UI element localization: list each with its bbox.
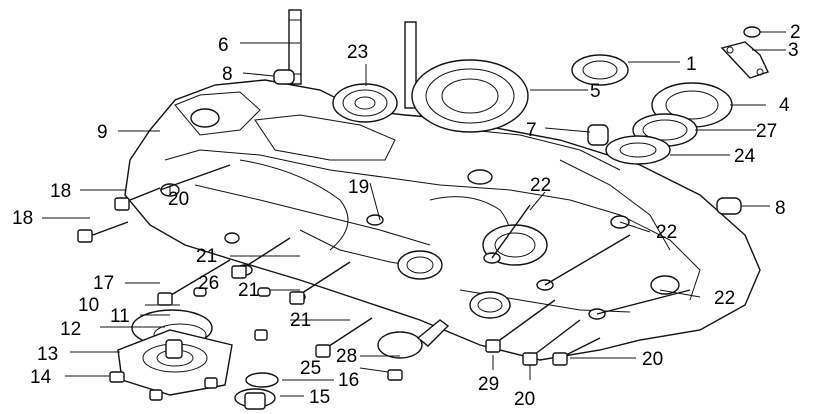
part-2-screw bbox=[743, 26, 761, 38]
callout-13: 13 bbox=[37, 344, 58, 365]
callout-12: 12 bbox=[60, 319, 81, 340]
callout-21-lower: 21 bbox=[290, 310, 311, 331]
callout-20-bottom: 20 bbox=[514, 389, 535, 410]
part-15-16-plug bbox=[234, 372, 279, 410]
callout-16: 16 bbox=[338, 370, 359, 391]
callout-10: 10 bbox=[78, 295, 99, 316]
callout-18-upper: 18 bbox=[50, 181, 71, 202]
callout-25: 25 bbox=[300, 358, 321, 379]
callout-20-left: 20 bbox=[168, 189, 189, 210]
callout-15: 15 bbox=[309, 387, 330, 408]
callout-6: 6 bbox=[218, 35, 229, 56]
callout-22-top: 22 bbox=[530, 175, 551, 196]
part-21-bolts bbox=[231, 237, 373, 358]
part-18-bolts bbox=[77, 187, 161, 243]
callout-22-bottom: 22 bbox=[714, 288, 735, 309]
part-25-28-lever bbox=[377, 319, 450, 381]
callout-18-lower: 18 bbox=[12, 208, 33, 229]
callout-24: 24 bbox=[734, 146, 756, 167]
part-6-shaft bbox=[288, 9, 302, 85]
long-shaft bbox=[404, 21, 417, 109]
callout-28: 28 bbox=[336, 346, 357, 367]
part-8-bushing-upper bbox=[273, 69, 295, 85]
crankcase-body bbox=[124, 79, 761, 361]
part-5-bearing bbox=[411, 59, 529, 133]
part-17-bolt bbox=[157, 259, 231, 306]
callout-14: 14 bbox=[30, 367, 52, 388]
callout-3: 3 bbox=[788, 40, 799, 61]
callout-9: 9 bbox=[97, 122, 108, 143]
callout-7: 7 bbox=[526, 120, 537, 141]
callout-4: 4 bbox=[779, 95, 790, 116]
part-7-pin bbox=[587, 124, 609, 146]
part-3-plate bbox=[720, 41, 769, 79]
callout-labels: 1 2 3 4 5 6 7 8 8 9 10 11 12 13 14 15 16… bbox=[12, 22, 801, 410]
leader-lines bbox=[42, 31, 786, 397]
callout-23: 23 bbox=[347, 42, 368, 63]
callout-8-right: 8 bbox=[775, 198, 786, 219]
callout-2: 2 bbox=[790, 22, 801, 43]
callout-8-upper: 8 bbox=[222, 64, 233, 85]
callout-21-middle: 21 bbox=[238, 280, 259, 301]
callout-5: 5 bbox=[590, 81, 601, 102]
part-10-14-cover bbox=[109, 309, 268, 401]
callout-26: 26 bbox=[198, 273, 219, 294]
callout-17: 17 bbox=[93, 273, 114, 294]
callout-1: 1 bbox=[686, 54, 697, 75]
callout-22-middle: 22 bbox=[656, 222, 677, 243]
part-26-dowel bbox=[193, 287, 271, 297]
callout-27: 27 bbox=[756, 121, 777, 142]
part-1-bearing bbox=[571, 54, 629, 86]
part-8-bushing-right bbox=[716, 197, 742, 215]
callout-11: 11 bbox=[110, 306, 130, 327]
callout-21-upper: 21 bbox=[196, 246, 217, 267]
part-23-bearing bbox=[332, 83, 398, 123]
callout-20-right: 20 bbox=[642, 349, 663, 370]
callout-29: 29 bbox=[478, 374, 499, 395]
callout-19: 19 bbox=[348, 177, 369, 198]
part-24-washer bbox=[605, 135, 671, 165]
